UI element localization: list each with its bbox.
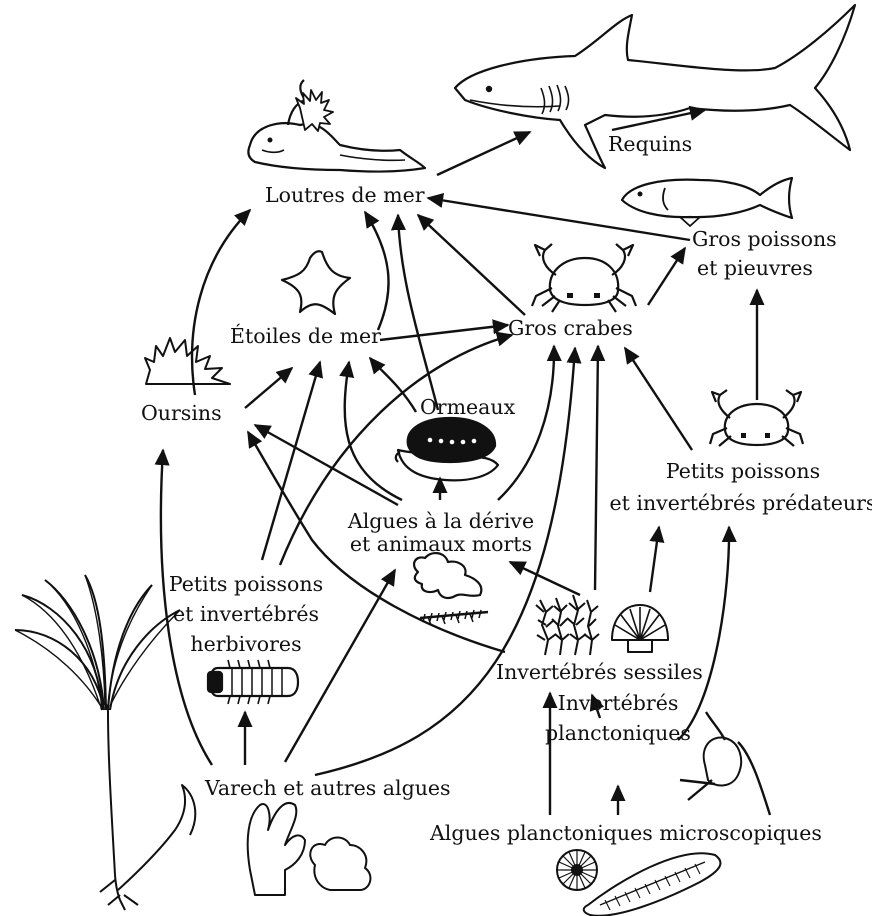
label-sharks: Requins (608, 131, 692, 157)
arrow-herbivores-to-seastars (262, 362, 320, 560)
crab-icon (532, 244, 636, 312)
label-abalone: Ormeaux (420, 394, 515, 420)
label-large-fish-line1: Gros poissons (692, 226, 837, 252)
label-small-predators-line2: et invertébrés prédateurs (610, 490, 872, 516)
arrow-sessile-to-drift (510, 562, 580, 595)
arrow-crabs-to-otters (418, 215, 525, 315)
label-large-fish-line2: et pieuvres (697, 255, 813, 281)
label-small-predators-line1: Petits poissons (666, 458, 820, 484)
arrow-seastars-to-otters (365, 212, 389, 330)
label-drift-algae-line2: et animaux morts (350, 531, 532, 557)
label-sessile-invertebrates: Invertébrés sessiles (496, 659, 703, 685)
label-sea-otters: Loutres de mer (265, 182, 425, 208)
diatom-icon (557, 850, 720, 916)
arrow-seastars-to-crabs (380, 325, 508, 340)
arrow-sessile-to-crabs (595, 346, 598, 590)
sessile-invertebrates-icon (536, 595, 668, 655)
arrow-scallop-to-small-predators (650, 527, 659, 592)
arrow-zooplankton-to-small-predators (678, 527, 729, 740)
sea-star-icon (282, 251, 350, 314)
sea-urchin-icon (145, 338, 230, 384)
copepod-icon (680, 712, 770, 815)
label-planktonic-inverts-line2: planctoniques (545, 720, 691, 746)
label-herbivores-line2: et invertébrés (173, 601, 319, 627)
arrow-drift-to-crabs (498, 346, 554, 500)
label-sea-stars: Étoiles de mer (230, 323, 381, 349)
fish-icon (622, 178, 792, 226)
sea-otter-icon (248, 80, 425, 172)
arrow-otters-to-sharks (437, 132, 530, 175)
arrow-crabs-to-bigfish (648, 248, 685, 305)
arrow-abalone-to-seastars (370, 358, 416, 412)
arrow-drift-to-urchins (255, 425, 398, 505)
label-herbivores-line3: herbivores (190, 631, 301, 657)
label-planktonic-inverts-line1: Invertébrés (558, 690, 679, 716)
label-microscopic-plankton: Algues planctoniques microscopiques (430, 820, 822, 846)
arrow-small-predators-to-crabs (625, 348, 692, 450)
abalone-icon (396, 418, 498, 480)
drift-algae-icon (414, 553, 488, 625)
label-kelp: Varech et autres algues (205, 775, 451, 801)
isopod-icon (208, 660, 298, 704)
arrow-kelp-to-drift (285, 570, 395, 762)
label-sea-urchins: Oursins (141, 400, 222, 426)
label-herbivores-line1: Petits poissons (169, 571, 323, 597)
arrow-urchins-to-seastars (245, 368, 292, 408)
seaweed-icon (248, 803, 371, 895)
label-large-crabs: Gros crabes (508, 315, 633, 341)
